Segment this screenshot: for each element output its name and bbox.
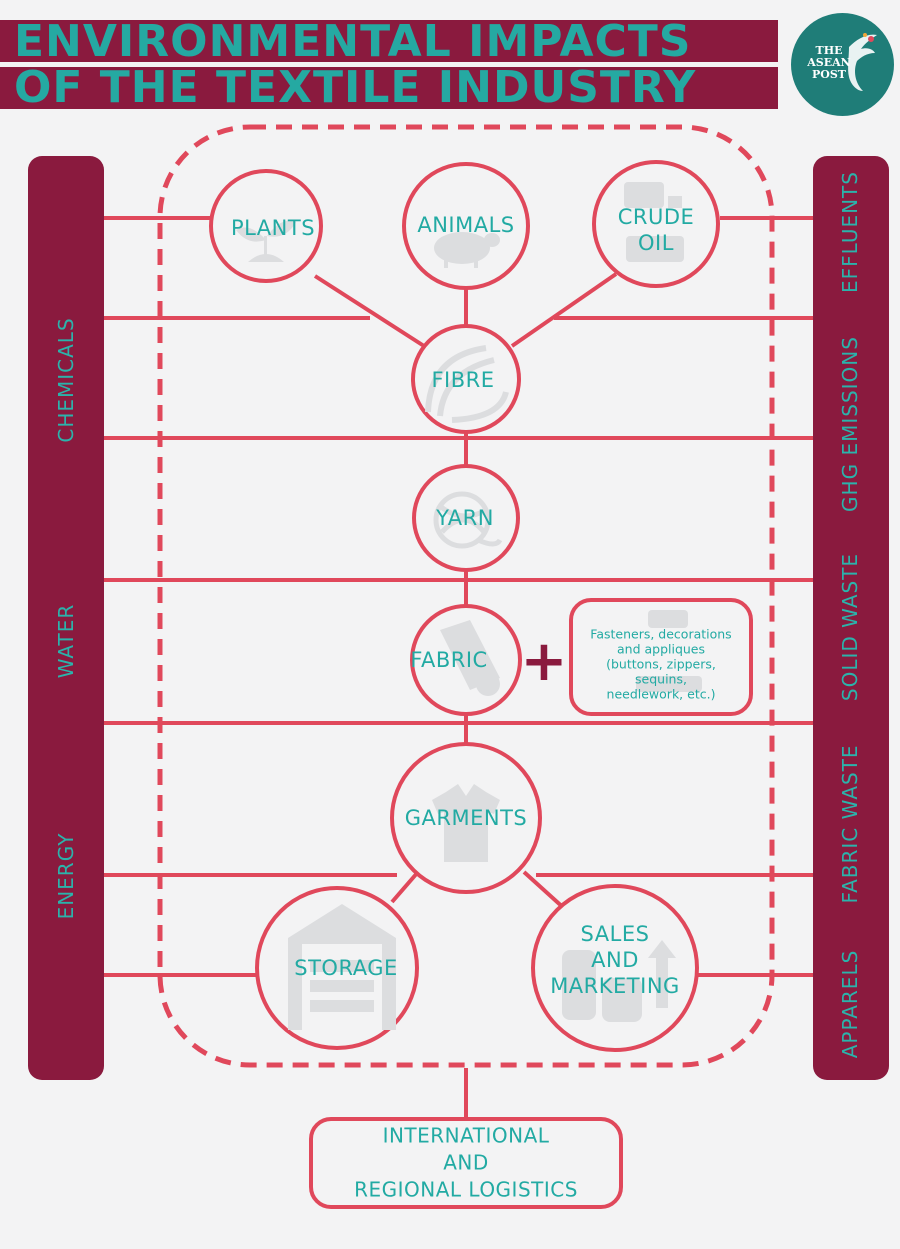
fasteners-line-1: Fasteners, decorations: [590, 626, 732, 642]
inputs-sidebar: [28, 156, 104, 1080]
fasteners-line-5: needlework, etc.): [606, 686, 716, 702]
outputs-sidebar: [813, 156, 889, 1080]
sales-label-line-3: MARKETING: [550, 974, 680, 998]
yarn-ball-icon: [433, 491, 503, 549]
plus-sign: +: [520, 629, 568, 694]
logistics-line-1: INTERNATIONAL: [382, 1123, 550, 1148]
shirt-icon: [432, 784, 500, 862]
output-label-apparels: APPARELS: [838, 949, 862, 1059]
bird-logo-icon: [848, 33, 877, 91]
logistics-line-3: REGIONAL LOGISTICS: [354, 1177, 578, 1202]
sales-marketing-label: SALES AND MARKETING: [550, 921, 680, 999]
coins-growth-icon: [562, 940, 676, 1022]
horizontal-connectors: [104, 216, 813, 977]
fibre-label: FIBRE: [431, 368, 495, 392]
sales-label-line-2: AND: [591, 948, 639, 972]
plants-node: [209, 169, 323, 283]
title-bar-2: [0, 67, 778, 109]
logistics-line-2: AND: [443, 1150, 489, 1175]
title-bar-1: [0, 20, 778, 62]
plant-icon: [236, 220, 296, 262]
fasteners-label: Fasteners, decorations and appliques (bu…: [573, 627, 749, 702]
storage-label: STORAGE: [294, 956, 398, 980]
output-label-effluents: EFFLUENTS: [838, 171, 862, 293]
asean-post-logo: THE ASEAN POST: [791, 13, 894, 116]
sewing-machine-icon: [636, 610, 702, 692]
input-label-water: WATER: [54, 603, 78, 679]
logo-text-line-2: ASEAN: [807, 56, 851, 69]
logo-text-line-3: POST: [812, 68, 846, 81]
output-label-fabric-waste: FABRIC WASTE: [838, 744, 862, 904]
fasteners-line-4: sequins,: [635, 671, 687, 687]
output-label-solid-waste: SOLID WASTE: [838, 552, 862, 702]
garments-label: GARMENTS: [404, 806, 528, 830]
fabric-roll-icon: [440, 620, 500, 696]
crude-oil-label-line-2: OIL: [638, 231, 674, 255]
warehouse-icon: [288, 904, 396, 1030]
oil-barrel-icon: [624, 182, 684, 262]
fibre-swirl-icon: [425, 345, 509, 423]
process-boundary: [157, 124, 775, 1068]
sheep-icon: [434, 232, 500, 268]
page-title-line-2: OF THE TEXTILE INDUSTRY: [14, 62, 697, 113]
logo-text-line-1: THE: [815, 44, 843, 57]
crude-oil-label-line-1: CRUDE: [617, 205, 695, 229]
input-label-chemicals: CHEMICALS: [54, 317, 78, 443]
page-title-line-1: ENVIRONMENTAL IMPACTS: [14, 16, 692, 67]
plants-label: PLANTS: [230, 216, 316, 240]
yarn-label: YARN: [436, 506, 494, 530]
fasteners-line-3: (buttons, zippers,: [606, 656, 716, 672]
fabric-label: FABRIC: [410, 648, 488, 672]
animals-label: ANIMALS: [417, 213, 515, 237]
output-label-ghg-emissions: GHG EMISSIONS: [838, 336, 862, 512]
animals-node: [402, 162, 530, 290]
fasteners-line-2: and appliques: [616, 641, 706, 657]
fasteners-box: [569, 598, 753, 716]
sales-label-line-1: SALES: [580, 922, 650, 946]
logistics-label: INTERNATIONAL AND REGIONAL LOGISTICS: [354, 1123, 578, 1204]
input-label-energy: ENERGY: [54, 832, 78, 920]
logistics-box: [309, 1117, 623, 1209]
crude-oil-label: CRUDE OIL: [618, 204, 695, 256]
